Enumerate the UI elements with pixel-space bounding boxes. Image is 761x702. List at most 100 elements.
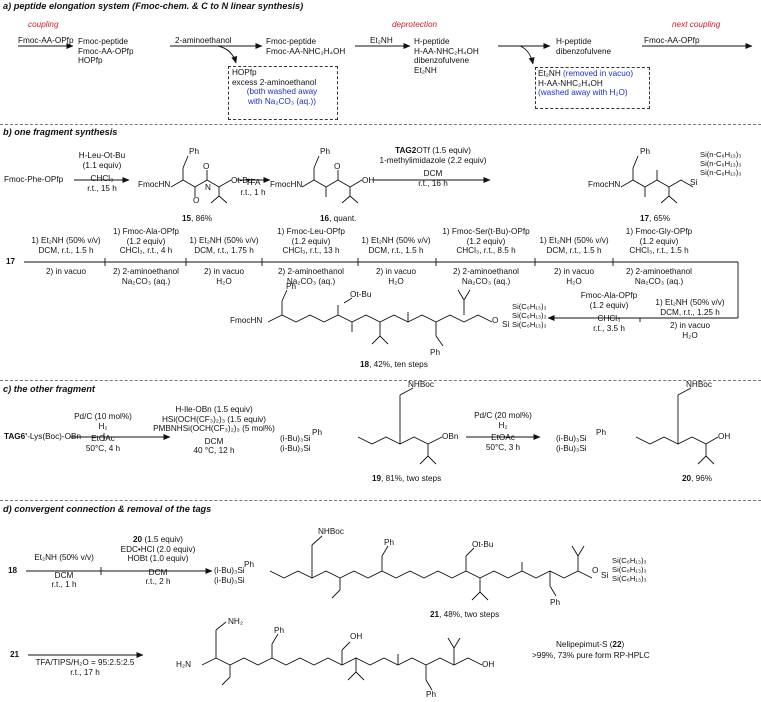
byproduct-box-1 — [228, 66, 338, 120]
si-17: Si — [690, 178, 698, 187]
iter-top-3: 1) Et₂NH (50% v/v)DCM, r.t., 1.75 h — [189, 236, 259, 255]
section-c-title: c) the other fragment — [3, 384, 95, 394]
o-16: O — [334, 162, 341, 171]
reagent-et2nh: Et₂NH — [370, 36, 393, 45]
nhboc-20: NHBoc — [686, 380, 712, 389]
byproduct-box-1-text: HOPfp excess 2-aminoethanol (both washed… — [232, 68, 318, 106]
reagent-next: Fmoc-AA-OPfp — [644, 36, 700, 45]
d-step2: 20 (1.5 equiv) EDC•HCl (2.0 equiv)HOBt (… — [120, 535, 196, 587]
oh-22b: OH — [482, 660, 495, 669]
section-d-title: d) convergent connection & removal of th… — [3, 504, 212, 514]
molecule-bonds — [170, 155, 719, 691]
d-start-2: 21 — [10, 650, 20, 659]
ibu-19: (i-Bu)₃Si(i-Bu)₃Si — [280, 434, 311, 453]
iter-top-4: 1) Fmoc-Leu-OPfp(1.2 equiv)CHCl₃, r.t., … — [277, 227, 345, 256]
ph-19: Ph — [312, 428, 323, 437]
iter-top-5: 1) Et₂NH (50% v/v)DCM, r.t., 1.5 h — [361, 236, 431, 255]
product-purity: >99%, 73% pure form RP-HPLC — [532, 651, 650, 660]
ph-22a: Ph — [274, 626, 285, 635]
last-step-b: 1) Et₂NH (50% v/v)DCM, r.t., 1.25 h 2) i… — [655, 298, 725, 340]
section-a-title: a) peptide elongation system (Fmoc-chem.… — [3, 1, 304, 11]
label-next-coupling: next coupling — [672, 20, 721, 29]
compound-17: 17, 65% — [640, 214, 671, 223]
ph-18a: Ph — [286, 282, 297, 291]
oh-20: OH — [718, 432, 731, 441]
arrow-a2-branch — [217, 45, 238, 64]
b-step3: TAG2OTf (1.5 equiv) 1-methylimidazole (2… — [379, 146, 487, 188]
o-18: O — [492, 316, 499, 325]
section-b-title: b) one fragment synthesis — [3, 127, 118, 137]
h2n-22: H₂N — [176, 660, 192, 669]
si-21: Si — [601, 571, 609, 580]
iter-top-6: 1) Fmoc-Ser(t-Bu)-OPfp(1.2 equiv)CHCl₃, … — [442, 227, 530, 256]
ph-21c: Ph — [550, 598, 561, 607]
si-18: Si — [502, 320, 510, 329]
oh-22a: OH — [350, 632, 363, 641]
reagent-aminoethanol: 2-aminoethanol — [175, 36, 232, 45]
nh2-22: NH₂ — [228, 617, 244, 626]
compound-18: 18, 42%, ten steps — [360, 360, 428, 369]
divider-bc — [0, 380, 761, 381]
otbu-18: Ot-Bu — [350, 290, 372, 299]
c-step2: H-Ile-OBn (1.5 equiv)HSi(OCH(CF₃)₂)₃ (1.… — [153, 405, 275, 456]
iter-bot-1: 2) in vacuo — [45, 267, 87, 276]
c-start: TAG6'-Lys(Boc)-OBn — [4, 432, 82, 441]
fmochn-15: FmocHN — [138, 180, 171, 189]
reagent-start: Fmoc-AA-OPfp — [18, 36, 74, 45]
otbu-15: Ot-Bu — [231, 176, 253, 185]
d-start: 18 — [8, 566, 18, 575]
ibu-20: (i-Bu)₃Si(i-Bu)₃Si — [556, 434, 587, 453]
ph-16: Ph — [320, 147, 331, 156]
obn-19: OBn — [442, 432, 459, 441]
compound-20: 20, 96% — [682, 474, 713, 483]
ph-18b: Ph — [430, 348, 441, 357]
o-15a: O — [193, 196, 200, 205]
arrow-a4-branch — [519, 45, 535, 65]
iter-ticks — [104, 258, 641, 322]
otbu-21: Ot-Bu — [472, 540, 494, 549]
n-15: N — [205, 183, 211, 192]
product-name: Nelipepimut-S (22) — [556, 640, 625, 649]
divider-ab — [0, 124, 761, 125]
ph-17: Ph — [640, 147, 651, 156]
o-21: O — [592, 566, 599, 575]
ph-15: Ph — [189, 147, 200, 156]
divider-cd — [0, 500, 761, 501]
iter-top-8: 1) Fmoc-Gly-OPfp(1.2 equiv)CHCl₃, r.t., … — [625, 227, 693, 256]
nhboc-19: NHBoc — [408, 380, 434, 389]
fmochn-17: FmocHN — [588, 180, 621, 189]
label-deprotection: deprotection — [392, 20, 438, 29]
compound-15: 15, 86% — [182, 214, 213, 223]
oh-16: OH — [362, 176, 375, 185]
compound-19: 19, 81%, two steps — [372, 474, 442, 483]
fmochn-16: FmocHN — [270, 180, 303, 189]
fmochn-18: FmocHN — [230, 316, 263, 325]
label-coupling: coupling — [28, 20, 59, 29]
ph-21b: Ph — [384, 538, 395, 547]
byproduct-box-2-text: Et₂NH (removed in vacuo) H-AA-NHC₂H₄OH (… — [538, 69, 634, 98]
b-iter-start: 17 — [6, 257, 16, 266]
ibu-21: (i-Bu)₃Si(i-Bu)₃Si — [214, 566, 245, 585]
ph-21a: Ph — [244, 560, 255, 569]
b-start: Fmoc-Phe-OPfp — [4, 175, 64, 184]
